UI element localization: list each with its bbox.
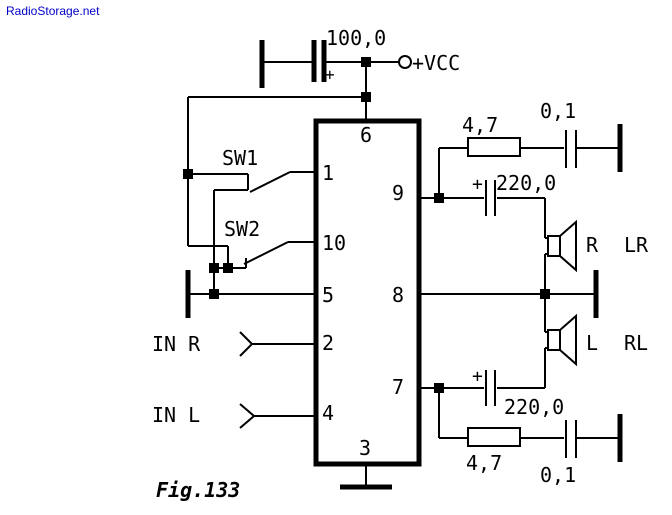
speaker-left-magnet — [547, 329, 561, 351]
sw2-blade — [243, 241, 289, 265]
pin-2-label: 2 — [322, 331, 334, 355]
speaker-right: R LR — [547, 219, 649, 273]
speaker-right-icon — [559, 219, 577, 273]
upper-coupling-value: 220,0 — [496, 171, 556, 195]
speaker-right-label: R — [586, 233, 599, 257]
vcc-terminal — [398, 55, 412, 69]
supply-cap-value: 100,0 — [326, 26, 386, 50]
speaker-left-channel: RL — [624, 331, 648, 355]
pin5-ground — [185, 270, 316, 318]
input-left: IN L — [152, 403, 316, 429]
upper-coupling-plus: + — [472, 174, 483, 195]
lower-coupling-value: 220,0 — [504, 395, 564, 419]
input-l-label: IN L — [152, 403, 200, 427]
figure-caption: Fig.133 — [156, 478, 240, 502]
watermark-text: RadioStorage.net — [6, 4, 100, 18]
supply-section: 100,0 +VCC + — [183, 26, 460, 246]
input-r-arrow — [239, 331, 254, 357]
speaker-left-icon — [559, 313, 577, 367]
input-right: IN R — [152, 331, 316, 357]
speaker-right-channel: LR — [624, 233, 649, 257]
sw1-label: SW1 — [222, 146, 258, 170]
ic-body — [313, 118, 422, 467]
switch-section: SW1 SW2 — [188, 146, 316, 294]
input-r-label: IN R — [152, 332, 201, 356]
sw2-label: SW2 — [224, 217, 260, 241]
lower-coupling-plus: + — [472, 366, 483, 387]
vcc-label: +VCC — [412, 51, 460, 75]
pin-3-label: 3 — [359, 436, 371, 460]
pin-6-label: 6 — [360, 123, 372, 147]
sw1-blade — [249, 171, 291, 193]
speaker-left: L RL — [544, 294, 648, 388]
pin-7-label: 7 — [392, 375, 404, 399]
pin-4-label: 4 — [322, 401, 334, 425]
pin-9-label: 9 — [392, 181, 404, 205]
pin5-junction-dot — [209, 289, 219, 299]
sw2-junction-dot-left — [209, 263, 219, 273]
lower-resistor — [467, 427, 521, 447]
upper-cap-01-value: 0,1 — [540, 99, 576, 123]
lower-resistor-value: 4,7 — [466, 451, 502, 475]
upper-resistor — [467, 137, 521, 157]
pin-5-label: 5 — [322, 283, 334, 307]
speaker-right-magnet — [547, 235, 561, 257]
supply-cap-plus: + — [325, 65, 335, 84]
pin-8-label: 8 — [392, 283, 404, 307]
pin-10-label: 10 — [322, 231, 346, 255]
sw2-junction-dot-right — [223, 263, 233, 273]
input-l-arrow — [239, 403, 256, 429]
upper-resistor-value: 4,7 — [462, 113, 498, 137]
lower-cap-01-value: 0,1 — [540, 463, 576, 487]
pin-1-label: 1 — [322, 161, 334, 185]
upper-output-network: 4,7 0,1 + 220,0 — [419, 99, 623, 294]
speaker-left-label: L — [586, 331, 598, 355]
lower-output-network: + 220,0 4,7 0,1 — [419, 366, 623, 487]
